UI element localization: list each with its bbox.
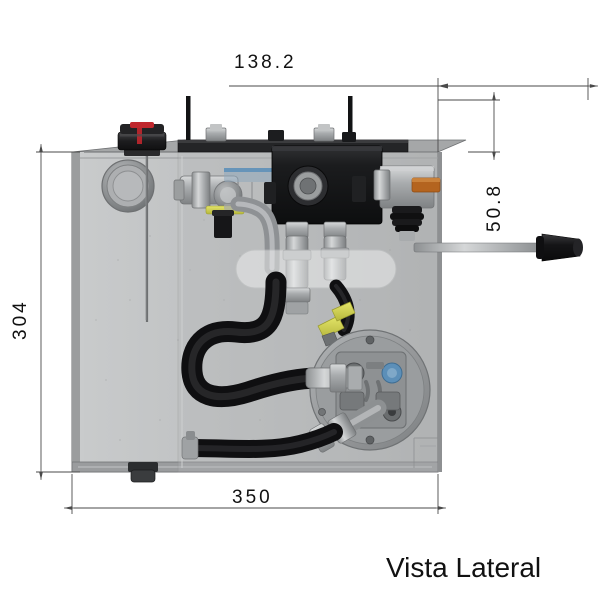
solenoid-terminal-studs	[186, 96, 353, 144]
view-title: Vista Lateral	[386, 552, 542, 583]
dimension-label-138-2: 138.2	[234, 52, 297, 73]
dimension-138-2	[229, 78, 598, 152]
dimension-50-8	[438, 92, 500, 160]
drain-plug	[128, 462, 158, 483]
dimension-350	[64, 474, 446, 514]
dimension-304	[36, 144, 80, 480]
manual-release-lever[interactable]	[413, 233, 583, 262]
dipstick-rod	[145, 152, 149, 322]
dimension-label-304: 304	[10, 299, 31, 340]
hydraulic-hose-black	[181, 271, 329, 408]
dimension-label-350: 350	[232, 487, 273, 508]
pressure-port-manifold	[373, 165, 441, 241]
steel-pipe-fittings	[305, 363, 363, 393]
filler-breather-cap	[117, 122, 167, 156]
directional-valve-block	[264, 145, 383, 239]
internal-baffle-oval	[235, 249, 397, 289]
lever-boot	[390, 206, 424, 241]
tank-lower-right-detail	[413, 437, 438, 468]
dimension-label-50-8: 50.8	[484, 183, 505, 232]
hydraulic-hose-bottom	[181, 423, 343, 460]
sight-glass-port	[101, 159, 155, 213]
